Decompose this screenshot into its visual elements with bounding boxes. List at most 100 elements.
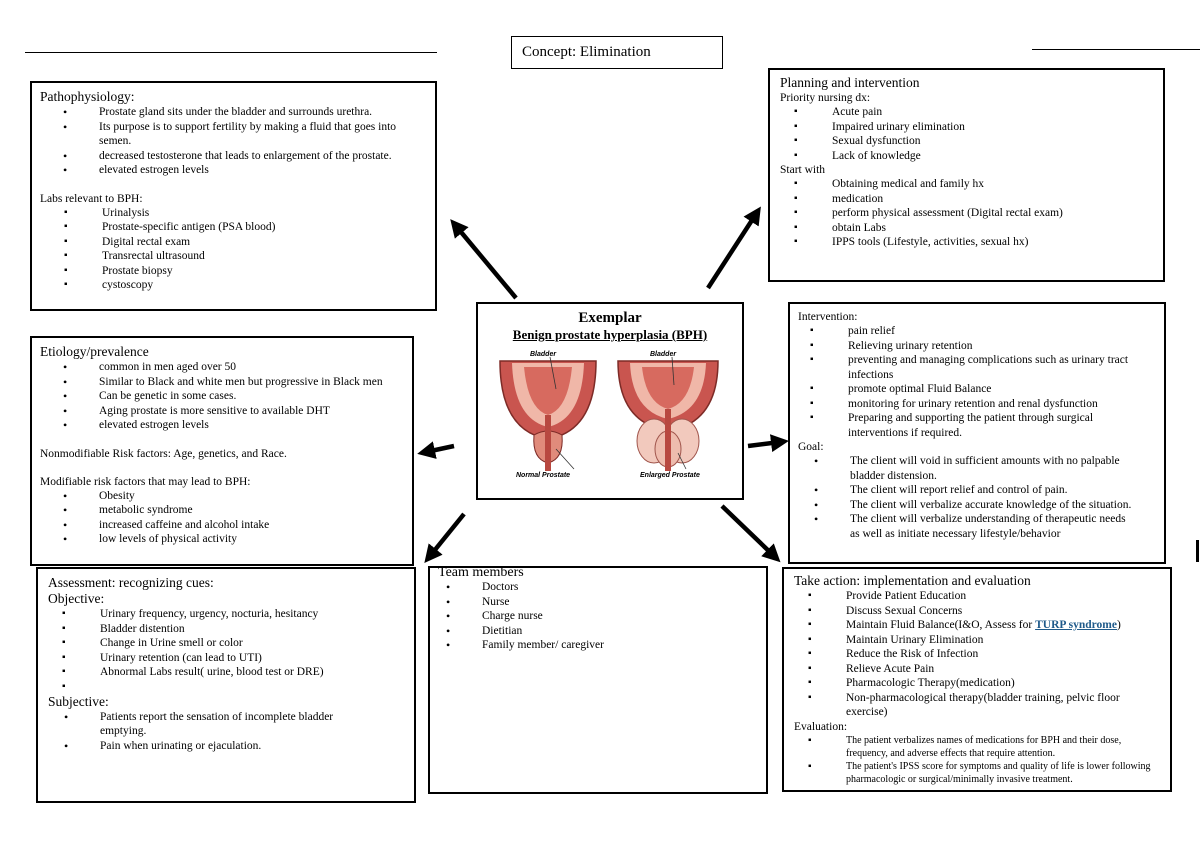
evaluation-list: The patient verbalizes names of medicati… — [808, 734, 1156, 786]
concept-title-box: Concept: Elimination — [511, 36, 723, 69]
goal-title: Goal: — [798, 441, 824, 453]
bladder-label-right: Bladder — [650, 351, 677, 358]
list-item: Reduce the Risk of Infection — [808, 647, 1150, 662]
list-item: Urinalysis — [64, 206, 427, 221]
concept-title: Concept: Elimination — [522, 44, 651, 60]
pathophysiology-box: Pathophysiology: Prostate gland sits und… — [30, 81, 437, 311]
list-item: The patient verbalizes names of medicati… — [808, 734, 1156, 760]
list-item: medication — [794, 192, 1153, 207]
planning-box: Planning and intervention Priority nursi… — [768, 68, 1165, 282]
list-item: monitoring for urinary retention and ren… — [810, 397, 1138, 412]
objective-title: Objective: — [48, 591, 105, 606]
list-item: common in men aged over 50 — [63, 360, 388, 375]
intervention-box: Intervention: pain relief Relieving urin… — [788, 302, 1166, 564]
labs-title: Labs relevant to BPH: — [40, 192, 143, 205]
etiology-box: Etiology/prevalence common in men aged o… — [30, 336, 414, 566]
assessment-box: Assessment: recognizing cues: Objective:… — [36, 567, 416, 803]
arrow-to-etiology — [417, 441, 455, 459]
list-item: Obesity — [63, 489, 404, 504]
take-action-list: Provide Patient Education Discuss Sexual… — [808, 589, 1150, 720]
list-item: promote optimal Fluid Balance — [810, 382, 1138, 397]
exemplar-subtitle: Benign prostate hyperplasia (BPH) — [512, 327, 708, 342]
intervention-list: pain relief Relieving urinary retention … — [810, 324, 1138, 440]
fluid-balance-suffix: ) — [1117, 619, 1121, 631]
list-item: cystoscopy — [64, 278, 427, 293]
list-item: Urinary retention (can lead to UTI) — [62, 651, 404, 666]
list-item: Relieve Acute Pain — [808, 662, 1150, 677]
top-left-line — [25, 52, 437, 53]
list-item: Transrectal ultrasound — [64, 249, 427, 264]
start-title: Start with — [780, 164, 826, 176]
fluid-balance-text: Maintain Fluid Balance(I&O, Assess for — [846, 619, 1036, 631]
priority-list: Acute pain Impaired urinary elimination … — [794, 105, 1153, 163]
pathophysiology-list: Prostate gland sits under the bladder an… — [63, 105, 407, 178]
team-list: Doctors Nurse Charge nurse Dietitian Fam… — [446, 580, 758, 653]
list-item: The client will void in sufficient amoun… — [814, 454, 1138, 483]
list-item: Doctors — [446, 580, 758, 595]
enlarged-prostate-label: Enlarged Prostate — [640, 472, 700, 479]
list-item: elevated estrogen levels — [63, 163, 407, 178]
list-item: The patient's IPSS score for symptoms an… — [808, 760, 1156, 786]
list-item: Maintain Urinary Elimination — [808, 633, 1150, 648]
goal-list: The client will void in sufficient amoun… — [814, 454, 1138, 541]
list-item: Can be genetic in some cases. — [63, 389, 388, 404]
list-item: Digital rectal exam — [64, 235, 427, 250]
list-item: low levels of physical activity — [63, 532, 404, 547]
list-item: perform physical assessment (Digital rec… — [794, 206, 1153, 221]
labs-list: Urinalysis Prostate-specific antigen (PS… — [64, 206, 427, 293]
planning-title: Planning and intervention — [780, 75, 920, 90]
list-item: Prostate biopsy — [64, 264, 427, 279]
list-item: Bladder distention — [62, 622, 404, 637]
team-box: Team members Doctors Nurse Charge nurse … — [428, 566, 768, 794]
right-edge-mark — [1196, 540, 1199, 562]
list-item: metabolic syndrome — [63, 503, 404, 518]
arrow-to-take-action — [720, 504, 781, 563]
arrow-to-intervention — [747, 434, 789, 453]
list-item: Provide Patient Education — [808, 589, 1150, 604]
take-action-title: Take action: implementation and evaluati… — [794, 573, 1031, 588]
start-list: Obtaining medical and family hx medicati… — [794, 177, 1153, 250]
list-item: obtain Labs — [794, 221, 1153, 236]
list-item: increased caffeine and alcohol intake — [63, 518, 404, 533]
subjective-title: Subjective: — [48, 693, 109, 709]
turp-syndrome-link[interactable]: TURP syndrome — [1035, 619, 1117, 631]
list-item: Acute pain — [794, 105, 1153, 120]
list-item: The client will verbalize accurate knowl… — [814, 498, 1138, 513]
list-item: Nurse — [446, 595, 758, 610]
list-item: preventing and managing complications su… — [810, 353, 1138, 382]
list-item: Maintain Fluid Balance(I&O, Assess for T… — [808, 618, 1150, 633]
evaluation-title: Evaluation: — [794, 720, 848, 733]
list-item: The client will report relief and contro… — [814, 483, 1138, 498]
list-item: Change in Urine smell or color — [62, 636, 404, 651]
list-item: Family member/ caregiver — [446, 638, 758, 653]
enlarged-prostate-drawing — [617, 356, 719, 471]
list-item: Urinary frequency, urgency, nocturia, he… — [62, 607, 404, 622]
list-item: The client will verbalize understanding … — [814, 512, 1138, 541]
list-item: Similar to Black and white men but progr… — [63, 375, 388, 390]
normal-prostate-label: Normal Prostate — [516, 472, 570, 479]
list-item: Charge nurse — [446, 609, 758, 624]
list-item: Aging prostate is more sensitive to avai… — [63, 404, 388, 419]
list-item: Preparing and supporting the patient thr… — [810, 411, 1138, 440]
exemplar-box: Exemplar Benign prostate hyperplasia (BP… — [476, 302, 744, 500]
team-title: Team members — [438, 566, 524, 580]
list-item: Relieving urinary retention — [810, 339, 1138, 354]
list-item: Prostate gland sits under the bladder an… — [63, 105, 407, 120]
objective-list: Urinary frequency, urgency, nocturia, he… — [62, 607, 404, 694]
nonmodifiable-factors: Nonmodifiable Risk factors: Age, genetic… — [40, 447, 287, 460]
list-item: Its purpose is to support fertility by m… — [63, 120, 407, 149]
list-item: elevated estrogen levels — [63, 418, 388, 433]
modifiable-list: Obesity metabolic syndrome increased caf… — [63, 489, 404, 547]
list-item: Patients report the sensation of incompl… — [64, 710, 364, 739]
bladder-label-left: Bladder — [530, 351, 557, 358]
list-item: Obtaining medical and family hx — [794, 177, 1153, 192]
priority-title: Priority nursing dx: — [780, 92, 871, 104]
exemplar-title: Exemplar — [578, 310, 642, 326]
list-item: Discuss Sexual Concerns — [808, 604, 1150, 619]
etiology-list: common in men aged over 50 Similar to Bl… — [63, 360, 388, 433]
list-item: Dietitian — [446, 624, 758, 639]
list-item: Impaired urinary elimination — [794, 120, 1153, 135]
list-item: Pharmacologic Therapy(medication) — [808, 676, 1150, 691]
list-item: Prostate-specific antigen (PSA blood) — [64, 220, 427, 235]
etiology-title: Etiology/prevalence — [40, 344, 149, 359]
